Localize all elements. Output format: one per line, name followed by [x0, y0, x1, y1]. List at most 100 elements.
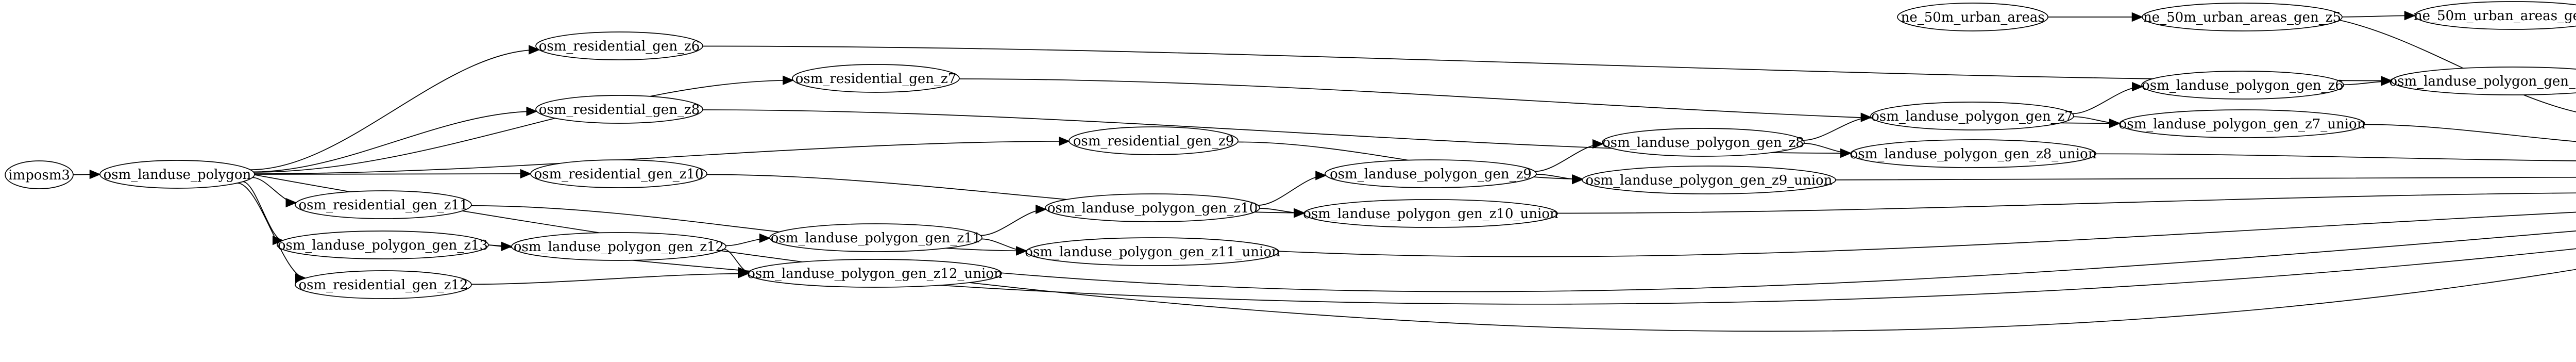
node-osm_landuse_polygon_gen_z11_union: osm_landuse_polygon_gen_z11_union — [1025, 237, 1280, 266]
osm_landuse_polygon_gen_z9_union-label: osm_landuse_polygon_gen_z9_union — [1586, 173, 1833, 188]
osm_landuse_polygon_gen_z8-label: osm_landuse_polygon_gen_z8 — [1602, 135, 1804, 151]
osm_landuse_polygon_gen_z10_union-label: osm_landuse_polygon_gen_z10_union — [1303, 206, 1558, 222]
node-imposm3: imposm3 — [5, 160, 74, 189]
osm_landuse_polygon_gen_z12_union-ellipse — [748, 259, 1002, 288]
osm_landuse_polygon_gen_z11_union-label: osm_landuse_polygon_gen_z11_union — [1025, 244, 1280, 260]
node-osm_landuse_polygon_gen_z8: osm_landuse_polygon_gen_z8 — [1602, 128, 1805, 157]
osm_landuse_polygon_gen_z8-ellipse — [1602, 128, 1805, 157]
osm_landuse_polygon_gen_z9-label: osm_landuse_polygon_gen_z9 — [1330, 167, 1532, 182]
edge-osm_landuse_polygon-to-osm_landuse_polygon_gen_z13 — [243, 181, 284, 245]
osm_residential_gen_z10-ellipse — [530, 159, 707, 188]
osm_landuse_polygon_gen_z11-ellipse — [769, 223, 982, 252]
osm_landuse_polygon_gen_z12_union-label: osm_landuse_polygon_gen_z12_union — [747, 266, 1003, 282]
ne_50m_urban_areas-ellipse — [1897, 3, 2048, 31]
node-osm_residential_gen_z11: osm_residential_gen_z11 — [295, 190, 472, 219]
osm_landuse_polygon_gen_z8_union-ellipse — [1850, 139, 2096, 168]
edge-osm_landuse_polygon_gen_z11_union-to-layer_landuse-z11 — [1278, 211, 2576, 257]
edge-osm_landuse_polygon_gen_z10-to-osm_landuse_polygon_gen_z9 — [1258, 171, 1327, 206]
node-osm_residential_gen_z10: osm_residential_gen_z10 — [530, 159, 707, 188]
edge-osm_landuse_polygon-to-osm_residential_gen_z6 — [250, 45, 540, 171]
edge-osm_landuse_polygon-to-osm_residential_gen_z12 — [237, 183, 307, 283]
node-osm_landuse_polygon_gen_z8_union: osm_landuse_polygon_gen_z8_union — [1850, 139, 2097, 168]
edge-osm_landuse_polygon-to-osm_residential_gen_z8 — [253, 106, 538, 173]
node-osm_residential_gen_z7: osm_residential_gen_z7 — [792, 64, 960, 93]
node-osm_landuse_polygon_gen_z13: osm_landuse_polygon_gen_z13 — [277, 231, 489, 259]
osm_landuse_polygon_gen_z6_union-ellipse — [2391, 67, 2576, 95]
node-osm_landuse_polygon_gen_z10: osm_landuse_polygon_gen_z10 — [1045, 193, 1260, 222]
edge-osm_landuse_polygon-to-osm_residential_gen_z9 — [254, 136, 1070, 174]
osm_residential_gen_z10-label: osm_residential_gen_z10 — [534, 167, 703, 182]
ne_50m_urban_areas_gen_z5-ellipse — [2142, 3, 2343, 31]
edge-osm_landuse_polygon_gen_z8-to-osm_landuse_polygon_gen_z8_union — [1804, 143, 1852, 158]
osm_residential_gen_z9-label: osm_residential_gen_z9 — [1073, 134, 1234, 149]
osm_landuse_polygon_gen_z7_union-ellipse — [2119, 109, 2365, 138]
osm_landuse_polygon_gen_z7-label: osm_landuse_polygon_gen_z7 — [1871, 109, 2073, 124]
edge-osm_landuse_polygon_gen_z7-to-osm_landuse_polygon_gen_z7_union — [2073, 116, 2121, 128]
osm_landuse_polygon_gen_z10-label: osm_landuse_polygon_gen_z10 — [1047, 201, 1258, 216]
osm_landuse_polygon_gen_z9-ellipse — [1325, 159, 1537, 188]
osm_landuse_polygon_gen_z8_union-label: osm_landuse_polygon_gen_z8_union — [1850, 146, 2097, 162]
node-osm_residential_gen_z8: osm_residential_gen_z8 — [535, 95, 703, 124]
osm_landuse_polygon_gen_z9_union-ellipse — [1582, 166, 1836, 194]
ne_50m_urban_areas_gen_z4-label: ne_50m_urban_areas_gen_z4 — [2414, 8, 2576, 24]
osm_residential_gen_z6-label: osm_residential_gen_z6 — [539, 39, 700, 54]
osm_residential_gen_z11-label: osm_residential_gen_z11 — [298, 198, 468, 213]
osm_landuse_polygon_gen_z6-label: osm_landuse_polygon_gen_z6 — [2142, 78, 2344, 93]
osm_residential_gen_z11-ellipse — [295, 190, 472, 219]
node-osm_landuse_polygon_gen_z9_union: osm_landuse_polygon_gen_z9_union — [1582, 166, 1836, 194]
edge-ne_50m_urban_areas_gen_z5-to-ne_50m_urban_areas_gen_z4 — [2342, 10, 2416, 21]
osm_residential_gen_z7-label: osm_residential_gen_z7 — [795, 71, 957, 87]
edge-osm_landuse_polygon_gen_z11-to-osm_landuse_polygon_gen_z10 — [980, 204, 1047, 236]
osm_residential_gen_z12-ellipse — [295, 270, 472, 299]
node-osm_landuse_polygon_gen_z6: osm_landuse_polygon_gen_z6 — [2141, 71, 2344, 100]
edge-osm_residential_gen_z12-to-osm_landuse_polygon_gen_z12_union — [471, 269, 749, 285]
node-osm_landuse_polygon_gen_z7: osm_landuse_polygon_gen_z7 — [1870, 102, 2074, 130]
edge-osm_landuse_polygon_gen_z11-to-osm_landuse_polygon_gen_z11_union — [981, 238, 1028, 256]
node-osm_landuse_polygon_gen_z11: osm_landuse_polygon_gen_z11 — [769, 223, 982, 252]
edge-osm_landuse_polygon-to-osm_residential_gen_z7 — [253, 75, 794, 173]
osm_landuse_polygon_gen_z7-ellipse — [1870, 102, 2074, 130]
node-ne_50m_urban_areas_gen_z5: ne_50m_urban_areas_gen_z5 — [2142, 3, 2343, 31]
edge-osm_landuse_polygon_gen_z6-to-osm_landuse_polygon_gen_z6_union — [2343, 76, 2393, 86]
ne_50m_urban_areas_gen_z4-ellipse — [2414, 1, 2576, 30]
edge-osm_landuse_polygon_gen_z10_union-to-layer_landuse-z10 — [1557, 192, 2576, 214]
edge-osm_landuse_polygon-to-osm_residential_gen_z11 — [252, 177, 297, 208]
edge-imposm3-to-osm_landuse_polygon — [73, 169, 101, 179]
node-osm_landuse_polygon_gen_z7_union: osm_landuse_polygon_gen_z7_union — [2119, 109, 2366, 138]
edge-osm_landuse_polygon_gen_z9_union-to-layer_landuse-z9 — [1835, 176, 2576, 180]
edge-osm_landuse_polygon_gen_z7-to-osm_landuse_polygon_gen_z6 — [2072, 81, 2144, 114]
osm_landuse_polygon_gen_z6_union-label: osm_landuse_polygon_gen_z6_union — [2389, 74, 2576, 89]
node-layer: imposm3 osm_landuse_polygon osm_residentia… — [5, 1, 2576, 299]
node-osm_residential_gen_z12: osm_residential_gen_z12 — [295, 270, 472, 299]
osm_landuse_polygon-ellipse — [99, 160, 255, 189]
edge-osm_landuse_polygon_gen_z8-to-osm_landuse_polygon_gen_z7 — [1803, 112, 1872, 141]
edge-osm_landuse_polygon_gen_z12-to-osm_landuse_polygon_gen_z11 — [725, 233, 771, 246]
edge-osm_landuse_polygon_gen_z9-to-osm_landuse_polygon_gen_z8 — [1534, 139, 1604, 172]
osm_landuse_polygon_gen_z13-ellipse — [277, 231, 489, 259]
node-osm_landuse_polygon_gen_z9: osm_landuse_polygon_gen_z9 — [1325, 159, 1537, 188]
node-osm_landuse_polygon_gen_z12: osm_landuse_polygon_gen_z12 — [511, 232, 726, 261]
osm_residential_gen_z8-ellipse — [535, 95, 703, 124]
osm_residential_gen_z12-label: osm_residential_gen_z12 — [298, 277, 468, 293]
osm_landuse_polygon_gen_z6-ellipse — [2141, 71, 2344, 100]
osm_landuse_polygon_gen_z10-ellipse — [1045, 193, 1260, 222]
node-osm_landuse_polygon_gen_z12_union: osm_landuse_polygon_gen_z12_union — [747, 259, 1003, 288]
osm_residential_gen_z9-ellipse — [1069, 126, 1239, 155]
node-osm_residential_gen_z6: osm_residential_gen_z6 — [535, 31, 703, 60]
edge-osm_residential_gen_z6-to-osm_landuse_polygon_gen_z6_union — [702, 45, 2393, 86]
osm_residential_gen_z7-ellipse — [792, 64, 960, 93]
edge-osm_landuse_polygon_gen_z7_union-to-layer_landuse-z7 — [2364, 124, 2576, 142]
osm_landuse_polygon_gen_z11_union-ellipse — [1026, 237, 1279, 266]
node-ne_50m_urban_areas_gen_z4: ne_50m_urban_areas_gen_z4 — [2414, 1, 2576, 30]
osm_landuse_polygon_gen_z11-label: osm_landuse_polygon_gen_z11 — [771, 231, 981, 246]
node-ne_50m_urban_areas: ne_50m_urban_areas — [1897, 3, 2048, 31]
osm_landuse_polygon_gen_z7_union-label: osm_landuse_polygon_gen_z7_union — [2119, 117, 2366, 132]
ne_50m_urban_areas_gen_z5-label: ne_50m_urban_areas_gen_z5 — [2143, 10, 2341, 25]
osm_landuse_polygon_gen_z12-label: osm_landuse_polygon_gen_z12 — [514, 239, 724, 255]
osm_landuse_polygon_gen_z10_union-ellipse — [1303, 199, 1558, 228]
node-osm_residential_gen_z9: osm_residential_gen_z9 — [1069, 126, 1239, 155]
imposm3-label: imposm3 — [8, 168, 70, 183]
osm_landuse_polygon-label: osm_landuse_polygon — [104, 167, 251, 183]
